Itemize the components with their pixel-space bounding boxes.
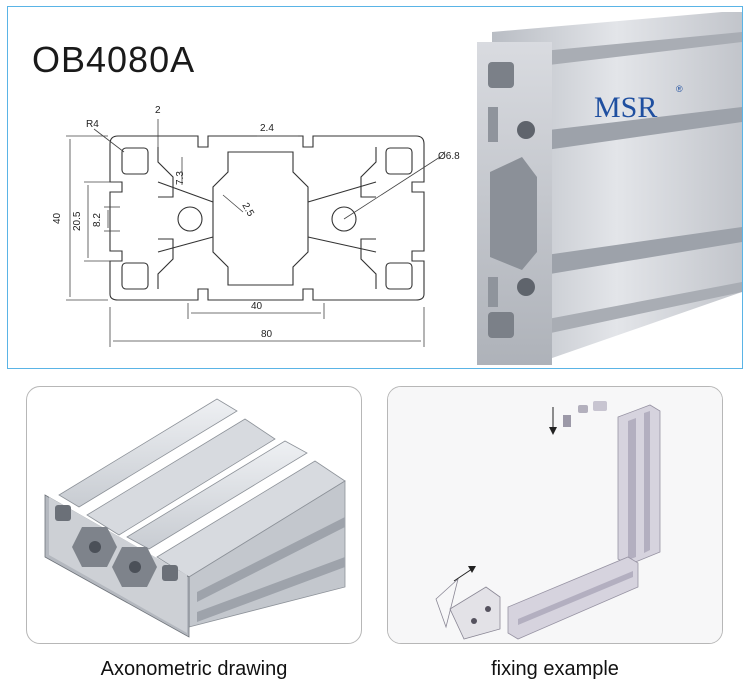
cross-section-panel: OB4080A — [7, 6, 743, 369]
product-photo: MSR ® — [472, 12, 742, 365]
dim-8-2: 8.2 — [92, 213, 103, 227]
dim-diameter: Ø6.8 — [438, 151, 460, 162]
brand-registered-mark: ® — [676, 84, 683, 94]
fixing-example-illustration — [388, 387, 722, 643]
caption-fixing-example: fixing example — [491, 658, 619, 680]
dim-20-5: 20.5 — [72, 211, 83, 231]
brand-logo: MSR — [594, 91, 657, 124]
dim-40-height: 40 — [52, 212, 63, 224]
dim-2-5: 2.5 — [239, 201, 256, 219]
dim-2: 2 — [155, 105, 161, 116]
profile-outline — [109, 135, 425, 301]
dim-2-4: 2.4 — [260, 123, 274, 134]
dimension-lines — [66, 119, 441, 347]
cross-section-drawing: R4 2 2.4 Ø6.8 7.3 2.5 40 20.5 8.2 40 80 — [52, 105, 460, 347]
model-title: OB4080A — [32, 39, 196, 80]
axonometric-illustration — [44, 398, 346, 638]
caption-axonometric: Axonometric drawing — [100, 658, 288, 680]
dim-80: 80 — [261, 329, 273, 340]
dim-40-width: 40 — [251, 301, 263, 312]
dim-r4: R4 — [86, 119, 99, 130]
axonometric-card — [26, 386, 362, 644]
fixing-example-card — [387, 386, 723, 644]
dim-7-3: 7.3 — [175, 171, 186, 185]
